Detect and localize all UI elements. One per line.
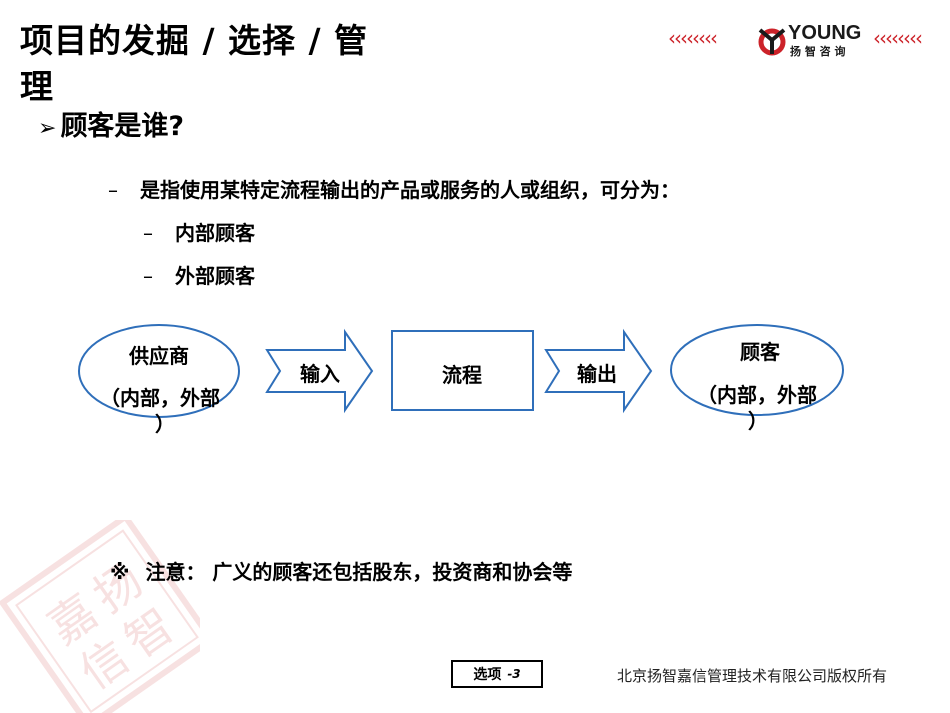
supplier-ellipse	[78, 324, 240, 418]
page-number-box: 选项 -3	[451, 660, 543, 688]
watermark-stamp: 嘉 扬 信 智	[0, 520, 200, 713]
input-arrow	[265, 328, 374, 414]
list-item: –内部顾客	[143, 217, 255, 246]
note-text: 注意： 广义的顾客还包括股东，投资商和协会等	[145, 560, 573, 584]
output-arrow	[544, 328, 653, 414]
process-diagram	[78, 324, 844, 418]
supplier-sublabel-end: ）	[155, 412, 175, 436]
page-title: 项目的发掘 / 选择 / 管理	[20, 21, 369, 106]
note-symbol-icon: ※	[110, 560, 130, 584]
logo-subtitle: 扬 智 咨 询	[790, 45, 846, 58]
process-label: 流程	[442, 363, 482, 387]
process-box	[391, 330, 534, 411]
question-heading: ➢顾客是谁?	[38, 104, 184, 143]
note-line: ※ 注意： 广义的顾客还包括股东，投资商和协会等	[110, 556, 572, 585]
list-item-text: 外部顾客	[175, 264, 255, 288]
supplier-sublabel: （内部，外部	[100, 386, 220, 410]
logo-mark-icon	[758, 28, 786, 56]
customer-sublabel-end: ）	[748, 409, 768, 433]
chevrons-left-icon: ‹‹‹‹‹‹‹‹	[668, 26, 718, 50]
page-number: -3	[507, 667, 521, 681]
list-item-text: 是指使用某特定流程输出的产品或服务的人或组织，可分为：	[140, 178, 680, 202]
brand-logo: ‹‹‹‹‹‹‹‹ YOUNG 扬 智 咨 询 ‹‹‹‹‹‹‹‹	[668, 22, 948, 62]
page-label: 选项	[473, 667, 502, 683]
list-item-text: 内部顾客	[175, 221, 255, 245]
dash-marker: –	[108, 178, 118, 202]
arrow-bullet-icon: ➢	[38, 116, 57, 141]
list-item: –外部顾客	[143, 260, 255, 289]
dash-marker: –	[143, 221, 153, 245]
output-label: 输出	[577, 362, 617, 386]
logo-brand: YOUNG	[788, 22, 862, 44]
customer-label: 顾客	[740, 340, 780, 364]
chevrons-right-icon: ‹‹‹‹‹‹‹‹	[873, 26, 923, 50]
supplier-label: 供应商	[129, 344, 189, 368]
copyright-text: 北京扬智嘉信管理技术有限公司版权所有	[617, 667, 888, 685]
customer-sublabel: （内部，外部	[697, 383, 817, 407]
list-item: –是指使用某特定流程输出的产品或服务的人或组织，可分为：	[108, 174, 680, 203]
dash-marker: –	[143, 264, 153, 288]
customer-ellipse	[670, 324, 844, 416]
input-label: 输入	[300, 362, 340, 386]
question-text: 顾客是谁?	[60, 111, 185, 142]
